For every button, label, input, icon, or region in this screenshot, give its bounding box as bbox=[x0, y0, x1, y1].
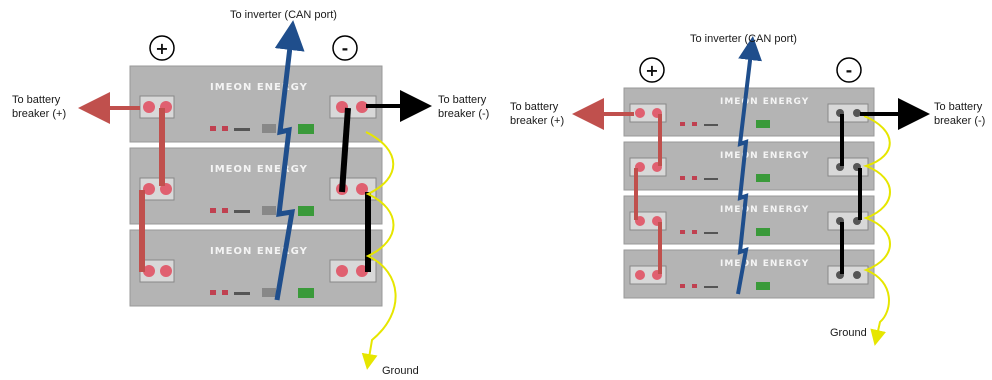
dip-switch bbox=[756, 120, 770, 128]
indicator-led bbox=[210, 126, 216, 131]
dip-switch bbox=[756, 228, 770, 236]
indicator-led bbox=[680, 230, 685, 234]
indicator-led bbox=[692, 284, 697, 288]
inverter-label: To inverter (CAN port) bbox=[690, 33, 797, 45]
positive-terminal bbox=[143, 183, 155, 195]
breaker-negative-label-line1: To battery bbox=[438, 94, 487, 106]
right-battery-2: IMEON ENERGY bbox=[623, 141, 875, 191]
indicator-led bbox=[680, 176, 685, 180]
positive-polarity-badge bbox=[639, 57, 665, 83]
positive-terminal bbox=[143, 101, 155, 113]
breaker-negative-label-line1: To battery bbox=[934, 101, 983, 113]
negative-sign: - bbox=[846, 61, 853, 80]
status-bar bbox=[234, 128, 250, 131]
status-bar bbox=[704, 124, 718, 126]
status-bar bbox=[704, 286, 718, 288]
negative-terminal-block bbox=[827, 265, 869, 285]
battery-brand: IMEON ENERGY bbox=[720, 151, 809, 161]
positive-sign: + bbox=[645, 61, 658, 80]
right-battery-4: IMEON ENERGY bbox=[623, 249, 875, 299]
comm-port bbox=[262, 206, 276, 215]
negative-sign: - bbox=[342, 39, 349, 58]
negative-terminal bbox=[336, 265, 348, 277]
breaker-positive-label-line2: breaker (+) bbox=[12, 108, 66, 120]
breaker-negative-label-line2: breaker (-) bbox=[438, 108, 489, 120]
comm-port bbox=[262, 288, 276, 297]
indicator-led bbox=[222, 126, 228, 131]
positive-terminal bbox=[143, 265, 155, 277]
dip-switch bbox=[756, 282, 770, 290]
status-bar bbox=[234, 292, 250, 295]
indicator-led bbox=[222, 290, 228, 295]
positive-terminal bbox=[160, 265, 172, 277]
left-battery-3: IMEON ENERGY bbox=[129, 229, 383, 307]
ground-cable bbox=[361, 131, 397, 370]
indicator-led bbox=[680, 122, 685, 126]
indicator-led bbox=[222, 208, 228, 213]
indicator-led bbox=[210, 290, 216, 295]
can-cable bbox=[736, 36, 763, 295]
dip-switch bbox=[756, 174, 770, 182]
inverter-label: To inverter (CAN port) bbox=[230, 9, 337, 21]
status-bar bbox=[234, 210, 250, 213]
right-battery-1: IMEON ENERGY bbox=[623, 87, 875, 137]
positive-polarity-badge bbox=[149, 35, 175, 61]
comm-port bbox=[262, 124, 276, 133]
breaker-positive-label-line1: To battery bbox=[12, 94, 61, 106]
battery-brand: IMEON ENERGY bbox=[720, 259, 809, 269]
negative-terminal bbox=[853, 271, 861, 279]
ground-label: Ground bbox=[382, 365, 419, 377]
battery-brand: IMEON ENERGY bbox=[210, 164, 308, 175]
battery-brand: IMEON ENERGY bbox=[720, 97, 809, 107]
can-cable bbox=[274, 20, 305, 301]
status-bar bbox=[704, 232, 718, 234]
battery-brand: IMEON ENERGY bbox=[720, 205, 809, 215]
left-battery-stack: IMEON ENERGY IMEON ENERGY bbox=[12, 9, 489, 377]
indicator-led bbox=[210, 208, 216, 213]
battery-brand: IMEON ENERGY bbox=[210, 82, 308, 93]
ground-cable bbox=[862, 115, 891, 346]
ground-label: Ground bbox=[830, 327, 867, 339]
indicator-led bbox=[680, 284, 685, 288]
indicator-led bbox=[692, 176, 697, 180]
dip-switch bbox=[298, 288, 314, 298]
indicator-led bbox=[692, 230, 697, 234]
right-battery-stack: IMEON ENERGY IMEON ENERGY bbox=[510, 33, 985, 346]
dip-switch bbox=[298, 206, 314, 216]
negative-jumper-cable bbox=[339, 107, 351, 193]
positive-terminal bbox=[635, 108, 645, 118]
indicator-led bbox=[692, 122, 697, 126]
dip-switch bbox=[298, 124, 314, 134]
breaker-positive-label-line1: To battery bbox=[510, 101, 559, 113]
breaker-negative-label-line2: breaker (-) bbox=[934, 115, 985, 127]
positive-terminal bbox=[635, 270, 645, 280]
negative-polarity-badge bbox=[332, 35, 358, 61]
positive-sign: + bbox=[155, 39, 168, 58]
battery-brand: IMEON ENERGY bbox=[210, 246, 308, 257]
negative-polarity-badge bbox=[836, 57, 862, 83]
negative-terminal bbox=[356, 101, 368, 113]
negative-terminal bbox=[853, 109, 861, 117]
left-battery-1: IMEON ENERGY bbox=[129, 65, 383, 143]
breaker-positive-label-line2: breaker (+) bbox=[510, 115, 564, 127]
status-bar bbox=[704, 178, 718, 180]
